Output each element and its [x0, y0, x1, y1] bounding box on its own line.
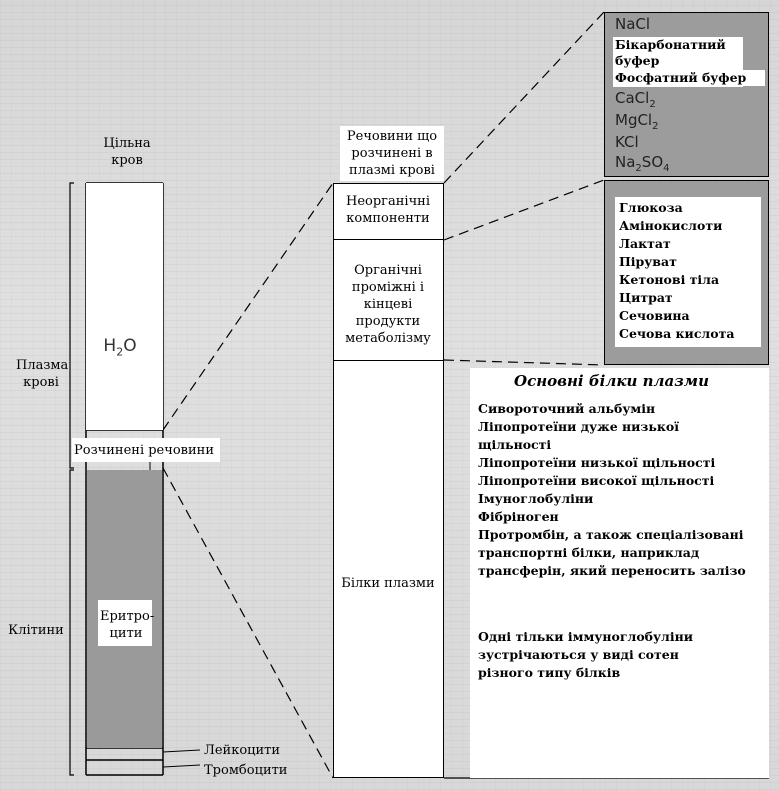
organic-list: Глюкоза Амінокислоти Лактат Піруват Кето… — [615, 197, 761, 347]
organic-item: Глюкоза — [619, 200, 683, 215]
plasma-label: Плазма крові — [16, 358, 69, 390]
bicarbonate-buffer-text: Бікарбонатний буфер — [615, 37, 726, 68]
protein-item: Фібріноген — [478, 509, 559, 524]
dissolved-label-bg — [72, 438, 220, 462]
cacl2-text: CaCl2 — [615, 89, 656, 110]
organic-item: Кетонові тіла — [619, 272, 720, 287]
dissolved-in-plasma-label: Речовини що розчинені в плазмі крові — [340, 126, 444, 181]
protein-item: Сивороточний альбумін — [478, 401, 656, 416]
dissolved-substances-label: Розчинені речовини — [74, 443, 214, 458]
proteins-label: Білки плазми — [341, 576, 435, 591]
organic-item: Сечовина — [619, 308, 690, 323]
protein-item: Ліпопротеїни дуже низької щільності — [478, 419, 679, 452]
inorganic-box: Неорганічні компоненти — [333, 183, 444, 240]
organic-item: Сечова кислота — [619, 326, 735, 341]
proteins-list: Сивороточний альбумін Ліпопротеїни дуже … — [478, 400, 748, 580]
organic-panel: Глюкоза Амінокислоти Лактат Піруват Кето… — [604, 180, 769, 365]
protein-item: Імуноглобуліни — [478, 491, 594, 506]
water-formula: H2O — [103, 336, 137, 359]
erythrocytes-label-bg — [98, 600, 152, 646]
mgcl2-text: MgCl2 — [615, 111, 659, 132]
cells-label: Клітини — [8, 623, 64, 638]
thrombocytes-label: Тромбоцити — [204, 763, 288, 778]
inorganic-panel: NaCl Бікарбонатний буфер Фосфатний буфер… — [604, 12, 769, 177]
proteins-panel: Основні білки плазми Сивороточний альбум… — [470, 368, 769, 778]
organic-item: Лактат — [619, 236, 671, 251]
protein-item: Ліпопротеїни високої щільності — [478, 473, 715, 488]
organic-box: Органічні проміжні і кінцеві продукти ме… — [333, 239, 444, 361]
na2so4-text: Na2SO4 — [615, 153, 670, 174]
organic-label: Органічні проміжні і кінцеві продукти ме… — [345, 263, 431, 346]
proteins-box: Білки плазми — [333, 360, 444, 778]
protein-item: Ліпопротеїни низької щільності — [478, 455, 716, 470]
leukocytes-label: Лейкоцити — [204, 743, 281, 758]
erythrocytes-label: Еритро-цити — [100, 609, 155, 641]
whole-blood-label: Цільна кров — [103, 136, 151, 168]
organic-item: Цитрат — [619, 290, 673, 305]
proteins-panel-title: Основні білки плазми — [514, 372, 709, 390]
nacl-text: NaCl — [615, 15, 651, 33]
organic-item: Амінокислоти — [619, 218, 723, 233]
phosphate-buffer-text: Фосфатний буфер — [615, 70, 765, 86]
immunoglobulin-note: Одні тільки іммуноглобуліни зустрічаютьс… — [478, 629, 693, 680]
organic-item: Піруват — [619, 254, 677, 269]
protein-item: Протромбін, а також спеціалізовані транс… — [478, 527, 746, 578]
plasma-block — [86, 183, 163, 430]
kcl-text: KCl — [615, 133, 639, 151]
inorganic-label: Неорганічні компоненти — [346, 194, 430, 226]
